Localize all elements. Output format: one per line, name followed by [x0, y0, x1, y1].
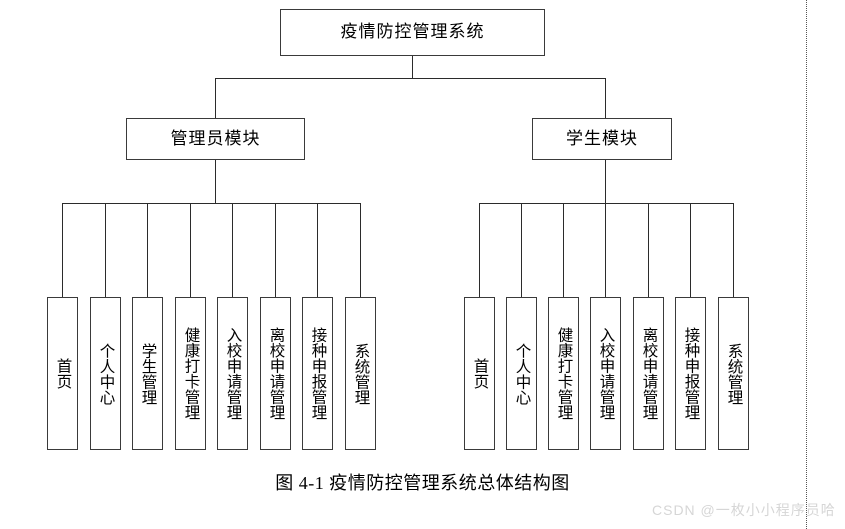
connector-admin-drop-5: [232, 203, 233, 297]
connector-level2-bus: [215, 78, 605, 79]
connector-admin-drop-6: [275, 203, 276, 297]
leaf-student-7-label: 系统管理: [725, 342, 743, 405]
leaf-admin-2[interactable]: 个人中心: [90, 297, 121, 450]
leaf-student-2-label: 个人中心: [513, 342, 531, 405]
connector-admin-drop-7: [317, 203, 318, 297]
leaf-student-3[interactable]: 健康打卡管理: [548, 297, 579, 450]
leaf-student-4[interactable]: 入校申请管理: [590, 297, 621, 450]
connector-root-stem: [412, 56, 413, 79]
node-student-module-label: 学生模块: [566, 128, 638, 148]
leaf-admin-5-label: 入校申请管理: [224, 327, 242, 420]
connector-student-stem: [605, 160, 606, 203]
leaf-admin-3-label: 学生管理: [139, 342, 157, 405]
node-student-module[interactable]: 学生模块: [532, 118, 672, 160]
leaf-student-1[interactable]: 首页: [464, 297, 495, 450]
connector-admin-drop-3: [147, 203, 148, 297]
leaf-admin-2-label: 个人中心: [97, 342, 115, 405]
leaf-student-2[interactable]: 个人中心: [506, 297, 537, 450]
leaf-admin-1-label: 首页: [54, 358, 72, 389]
leaf-student-6[interactable]: 接种申报管理: [675, 297, 706, 450]
connector-admin-drop-8: [360, 203, 361, 297]
leaf-admin-8-label: 系统管理: [352, 342, 370, 405]
leaf-admin-1[interactable]: 首页: [47, 297, 78, 450]
connector-student-drop-5: [648, 203, 649, 297]
figure-caption: 图 4-1 疫情防控管理系统总体结构图: [275, 473, 570, 493]
node-root[interactable]: 疫情防控管理系统: [280, 9, 545, 56]
leaf-student-3-label: 健康打卡管理: [555, 327, 573, 420]
leaf-admin-8[interactable]: 系统管理: [345, 297, 376, 450]
node-admin-module-label: 管理员模块: [170, 128, 261, 148]
connector-bus-to-student: [605, 78, 606, 118]
connector-student-drop-4: [605, 203, 606, 297]
leaf-admin-4-label: 健康打卡管理: [182, 327, 200, 420]
connector-admin-drop-1: [62, 203, 63, 297]
leaf-student-7[interactable]: 系统管理: [718, 297, 749, 450]
leaf-admin-6-label: 离校申请管理: [267, 327, 285, 420]
leaf-admin-6[interactable]: 离校申请管理: [260, 297, 291, 450]
connector-admin-drop-4: [190, 203, 191, 297]
node-admin-module[interactable]: 管理员模块: [126, 118, 305, 160]
leaf-admin-4[interactable]: 健康打卡管理: [175, 297, 206, 450]
leaf-admin-5[interactable]: 入校申请管理: [217, 297, 248, 450]
leaf-student-6-label: 接种申报管理: [682, 327, 700, 420]
csdn-watermark: CSDN @一枚小小程序员哈: [652, 502, 836, 518]
connector-admin-leaf-bus: [62, 203, 360, 204]
connector-student-drop-7: [733, 203, 734, 297]
connector-admin-drop-2: [105, 203, 106, 297]
leaf-admin-3[interactable]: 学生管理: [132, 297, 163, 450]
connector-student-leaf-bus: [479, 203, 733, 204]
connector-student-drop-3: [563, 203, 564, 297]
connector-student-drop-6: [690, 203, 691, 297]
node-root-label: 疫情防控管理系统: [340, 22, 485, 42]
leaf-student-5[interactable]: 离校申请管理: [633, 297, 664, 450]
leaf-student-1-label: 首页: [471, 358, 489, 389]
connector-admin-stem: [215, 160, 216, 203]
connector-student-drop-1: [479, 203, 480, 297]
leaf-student-4-label: 入校申请管理: [597, 327, 615, 420]
connector-bus-to-admin: [215, 78, 216, 118]
leaf-student-5-label: 离校申请管理: [640, 327, 658, 420]
connector-student-drop-2: [521, 203, 522, 297]
page-edge-rule: [806, 0, 807, 529]
leaf-admin-7-label: 接种申报管理: [309, 327, 327, 420]
leaf-admin-7[interactable]: 接种申报管理: [302, 297, 333, 450]
